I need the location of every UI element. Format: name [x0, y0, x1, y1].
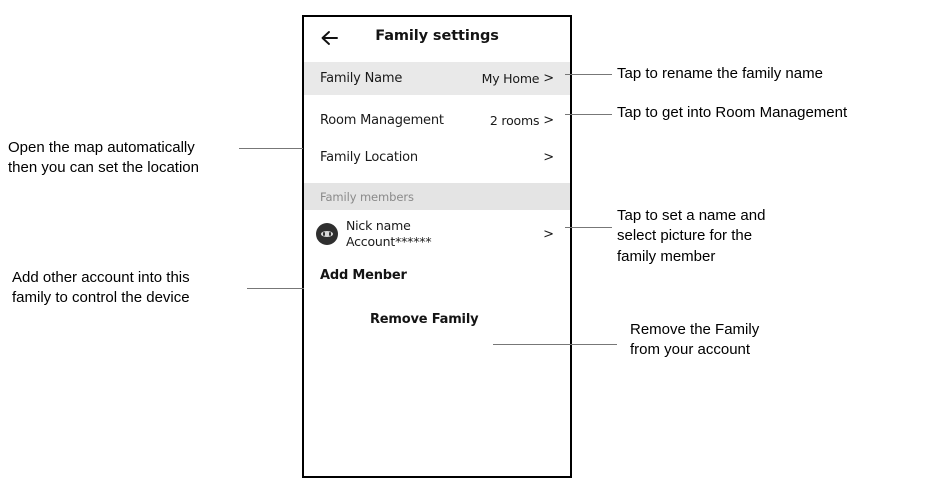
- annotation-add-member: Add other account into this family to co…: [12, 269, 190, 307]
- annotation-member: Tap to set a name and select picture for…: [617, 207, 766, 265]
- row-family-location-label: Family Location: [320, 150, 418, 165]
- row-family-name-label: Family Name: [320, 71, 403, 86]
- row-gap-1: [304, 95, 570, 104]
- row-family-name-value-group: My Home >: [481, 71, 555, 86]
- row-room-management-label: Room Management: [320, 113, 444, 128]
- annotation-remove-family: Remove the Family from your account: [630, 321, 760, 359]
- annotation-room-management: Tap to get into Room Management: [617, 104, 848, 121]
- chevron-right-icon: >: [543, 150, 554, 165]
- member-account: Account******: [346, 234, 432, 249]
- row-family-name[interactable]: Family Name My Home >: [304, 62, 570, 95]
- section-header-family-members: Family members: [304, 183, 570, 210]
- phone-frame: Family settings Family Name My Home > Ro…: [302, 15, 572, 478]
- section-header-label: Family members: [320, 189, 414, 204]
- add-member-button[interactable]: Add Menber: [304, 258, 570, 292]
- row-family-location-value-group: >: [539, 151, 554, 164]
- chevron-right-icon: >: [543, 71, 554, 86]
- list-item-family-member[interactable]: Nick name Account****** >: [304, 210, 570, 258]
- app-header: Family settings: [304, 17, 570, 62]
- leader-line-member: [565, 227, 612, 228]
- remove-family-label: Remove Family: [370, 311, 479, 327]
- user-avatar-icon: [316, 223, 338, 245]
- remove-family-button[interactable]: Remove Family: [304, 292, 570, 346]
- leader-line-add-member: [247, 288, 304, 289]
- back-arrow-icon[interactable]: [318, 26, 342, 50]
- annotation-family-location: Open the map automatically then you can …: [8, 139, 199, 177]
- chevron-right-icon: >: [543, 226, 554, 242]
- leader-line-family-name: [565, 74, 612, 75]
- add-member-label: Add Menber: [320, 267, 407, 283]
- annotation-family-name: Tap to rename the family name: [617, 65, 823, 82]
- page-title: Family settings: [375, 28, 499, 44]
- row-room-management-value-group: 2 rooms >: [490, 113, 554, 128]
- row-gap-2: [304, 137, 570, 141]
- row-gap-3: [304, 174, 570, 183]
- leader-line-room-management: [565, 114, 612, 115]
- chevron-right-icon: >: [543, 113, 554, 128]
- member-nickname: Nick name: [346, 218, 411, 233]
- leader-line-family-location: [239, 148, 303, 149]
- row-room-management-value: 2 rooms: [489, 113, 540, 128]
- row-family-name-value: My Home: [481, 71, 540, 86]
- row-family-location[interactable]: Family Location >: [304, 141, 570, 174]
- row-room-management[interactable]: Room Management 2 rooms >: [304, 104, 570, 137]
- leader-line-remove-family: [493, 344, 617, 345]
- member-text-group: Nick name Account******: [346, 218, 543, 250]
